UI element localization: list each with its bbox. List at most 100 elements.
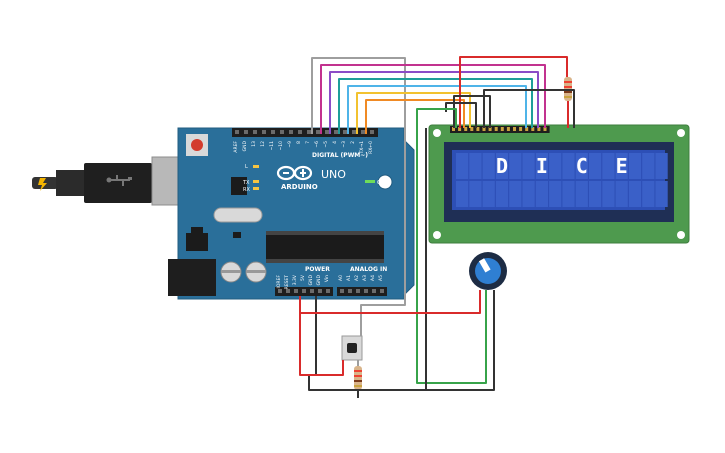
digital-pin-label: 13 [251, 141, 257, 147]
lcd-cell [562, 153, 575, 179]
digital-pin[interactable] [253, 130, 257, 134]
digital-pin-label: RX←0 [368, 141, 374, 154]
digital-pin[interactable] [307, 130, 311, 134]
power-pin-label: GND [316, 274, 322, 285]
resistor-pulldown[interactable] [354, 366, 362, 390]
arduino-uno-board[interactable]: L TX RX ON ARDUINO UNO DIGITAL (PWM~) PO… [168, 127, 415, 300]
lcd-cell [602, 153, 615, 179]
wire-yellow [356, 92, 471, 134]
lcd-cell [575, 153, 588, 179]
power-pin-label: Vin [324, 275, 330, 282]
power-jack [168, 259, 216, 296]
lcd-pin[interactable] [482, 127, 486, 131]
lcd-character: D [496, 154, 508, 178]
analog-pin[interactable] [372, 289, 376, 293]
wire-gray [311, 57, 406, 336]
analog-pin[interactable] [340, 289, 344, 293]
digital-label: DIGITAL (PWM~) [312, 152, 368, 159]
digital-pin[interactable] [235, 130, 239, 134]
lcd-pin[interactable] [458, 127, 462, 131]
digital-pin[interactable] [343, 130, 347, 134]
analog-pin[interactable] [356, 289, 360, 293]
lcd-cell [549, 153, 562, 179]
wires[interactable] [299, 56, 575, 398]
lcd-pin[interactable] [494, 127, 498, 131]
power-pin-label: GND [308, 274, 314, 285]
wire-green-contrast [416, 108, 487, 384]
digital-pin[interactable] [316, 130, 320, 134]
lcd-cell [495, 153, 509, 179]
digital-pin[interactable] [262, 130, 266, 134]
digital-pin-label: ~9 [287, 141, 293, 148]
reset-button-cap[interactable] [191, 139, 203, 151]
power-pin[interactable] [278, 289, 282, 293]
lcd-cell [615, 181, 628, 207]
led-l [253, 165, 259, 168]
digital-pin-label: 2 [350, 141, 356, 144]
lcd-cell [628, 153, 642, 179]
lcd-cell [642, 153, 655, 179]
lcd-pin[interactable] [513, 127, 516, 131]
analog-pin[interactable] [364, 289, 368, 293]
lcd-pin[interactable] [476, 127, 480, 131]
lcd-pin[interactable] [488, 127, 492, 131]
lcd-pin[interactable] [464, 127, 468, 131]
wire-red-pot [300, 290, 481, 314]
lcd-pin[interactable] [543, 127, 547, 131]
lcd-pin[interactable] [531, 127, 535, 131]
digital-pin-label: GND [242, 140, 248, 151]
digital-pin-label: AREF [233, 141, 239, 153]
lcd-pin[interactable] [500, 127, 504, 131]
lcd-pin[interactable] [537, 127, 541, 131]
lcd-cell [535, 153, 548, 179]
wire-black-gnd [308, 128, 427, 391]
digital-pin[interactable] [289, 130, 293, 134]
digital-pin-label: ~5 [323, 141, 329, 148]
usb-chip [231, 177, 247, 195]
power-pin-label: IOREF [276, 275, 282, 289]
digital-pin[interactable] [271, 130, 275, 134]
power-pin[interactable] [286, 289, 290, 293]
potentiometer[interactable] [469, 252, 507, 290]
lcd-character: I [536, 154, 548, 178]
digital-pin[interactable] [361, 130, 365, 134]
wire-black-rw [445, 102, 477, 128]
usb-cable[interactable] [32, 156, 198, 206]
digital-pin[interactable] [298, 130, 302, 134]
lcd-pin[interactable] [525, 127, 529, 131]
lcd-pin[interactable] [470, 127, 474, 131]
pushbutton[interactable] [341, 335, 363, 361]
power-pin[interactable] [326, 289, 330, 293]
wire-purple [329, 71, 539, 134]
digital-pin-label: ~3 [341, 141, 347, 148]
lcd-pin[interactable] [519, 127, 523, 131]
lcd-cell [535, 181, 548, 207]
digital-pin[interactable] [244, 130, 248, 134]
digital-pin[interactable] [280, 130, 284, 134]
lcd-cell [495, 181, 509, 207]
power-pin[interactable] [294, 289, 298, 293]
led-l-label: L [245, 164, 248, 170]
digital-pin[interactable] [370, 130, 374, 134]
lcd-cell [628, 181, 642, 207]
brand-label: ARDUINO [281, 183, 318, 191]
power-pin[interactable] [318, 289, 322, 293]
analog-pin[interactable] [380, 289, 384, 293]
lcd-pin[interactable] [506, 127, 510, 131]
digital-pin[interactable] [325, 130, 329, 134]
wire-red-5v [299, 296, 344, 376]
digital-pin[interactable] [352, 130, 356, 134]
lcd-pin-header[interactable] [450, 126, 550, 133]
power-pin[interactable] [310, 289, 314, 293]
power-pin[interactable] [302, 289, 306, 293]
lcd-cell [509, 153, 522, 179]
digital-pin-label: 4 [332, 141, 338, 144]
digital-pin[interactable] [334, 130, 338, 134]
analog-pin[interactable] [348, 289, 352, 293]
lcd-pin[interactable] [452, 127, 455, 131]
